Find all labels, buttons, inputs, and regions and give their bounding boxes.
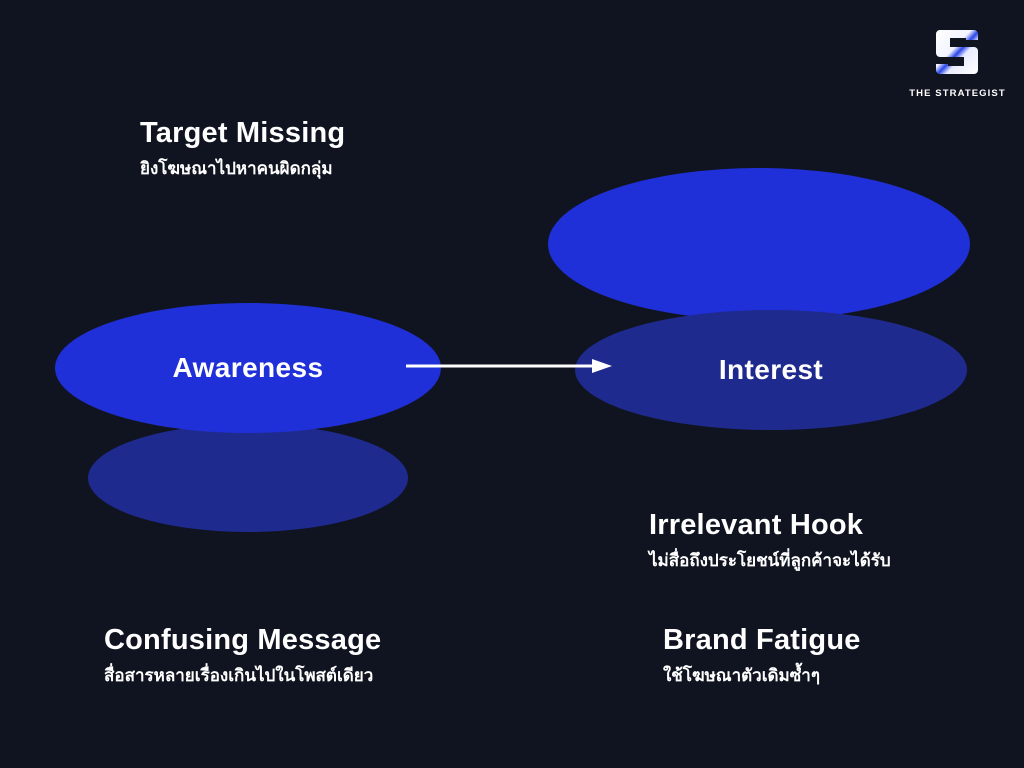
note-title: Confusing Message — [104, 624, 382, 656]
note-title: Irrelevant Hook — [649, 509, 864, 541]
note-subtitle: สื่อสารหลายเรื่องเกินไปในโพสต์เดียว — [104, 665, 374, 686]
note-subtitle: ยิงโฆษณาไปหาคนผิดกลุ่ม — [140, 158, 333, 179]
strategist-s-icon — [935, 30, 978, 74]
note-target-missing: Target Missing ยิงโฆษณาไปหาคนผิดกลุ่ม — [140, 117, 346, 180]
note-irrelevant-hook: Irrelevant Hook ไม่สื่อถึงประโยชน์ที่ลูก… — [649, 509, 891, 572]
note-confusing-message: Confusing Message สื่อสารหลายเรื่องเกินไ… — [104, 624, 382, 687]
brand-logo: THE STRATEGIST — [905, 22, 1010, 112]
note-brand-fatigue: Brand Fatigue ใช้โฆษณาตัวเดิมซ้ำๆ — [663, 624, 861, 687]
awareness-shadow-ellipse — [88, 424, 408, 532]
brand-caption: THE STRATEGIST — [909, 88, 1006, 99]
awareness-label: Awareness — [172, 352, 324, 383]
flow-arrow-icon — [406, 359, 612, 373]
note-subtitle: ไม่สื่อถึงประโยชน์ที่ลูกค้าจะได้รับ — [649, 550, 891, 571]
interest-label: Interest — [718, 354, 824, 385]
note-title: Target Missing — [140, 117, 346, 149]
interest-top-ellipse — [548, 168, 970, 320]
note-subtitle: ใช้โฆษณาตัวเดิมซ้ำๆ — [663, 665, 820, 686]
interest-ellipse[interactable]: Interest — [575, 310, 967, 430]
note-title: Brand Fatigue — [663, 624, 861, 656]
awareness-ellipse[interactable]: Awareness — [55, 303, 441, 433]
